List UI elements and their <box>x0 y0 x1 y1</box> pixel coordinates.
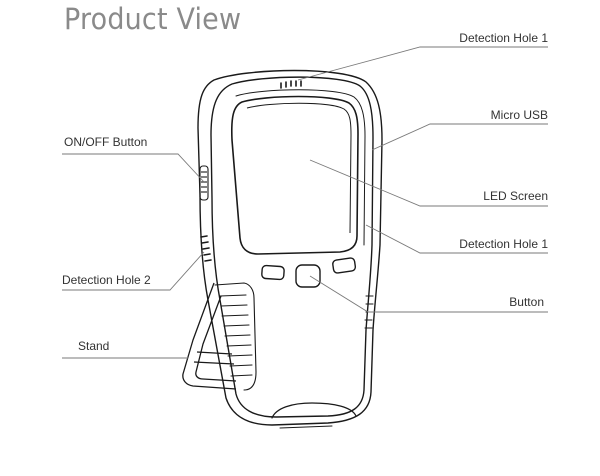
center-button <box>295 264 321 288</box>
leader-button <box>309 275 548 313</box>
detection-hole-1-top <box>280 80 302 89</box>
stand <box>182 282 237 390</box>
left-button <box>261 264 285 281</box>
leader-detection-hole-1-top <box>297 46 548 81</box>
label-stand: Stand <box>78 339 110 353</box>
leader-detection-hole-1-side <box>365 224 548 254</box>
grip-ridges <box>214 282 257 391</box>
device-body <box>197 69 383 429</box>
label-micro-usb: Micro USB <box>490 108 548 122</box>
label-detection-hole-1-side: Detection Hole 1 <box>459 237 548 251</box>
label-on-off-button: ON/OFF Button <box>64 135 148 149</box>
page-title: Product View <box>64 2 242 36</box>
label-detection-hole-2: Detection Hole 2 <box>62 273 151 287</box>
leader-lines <box>62 46 548 359</box>
right-grip-ridges <box>364 295 374 329</box>
label-detection-hole-1-top: Detection Hole 1 <box>459 31 548 45</box>
led-screen <box>230 95 359 255</box>
on-off-button <box>199 165 209 201</box>
right-button <box>332 257 357 274</box>
label-button: Button <box>509 295 544 309</box>
detection-hole-2 <box>200 235 212 262</box>
leader-micro-usb <box>371 123 548 151</box>
leader-on-off-button <box>62 153 205 183</box>
leader-detection-hole-2 <box>62 251 205 291</box>
leader-led-screen <box>309 159 548 207</box>
front-buttons <box>261 257 357 288</box>
label-led-screen: LED Screen <box>483 189 548 203</box>
